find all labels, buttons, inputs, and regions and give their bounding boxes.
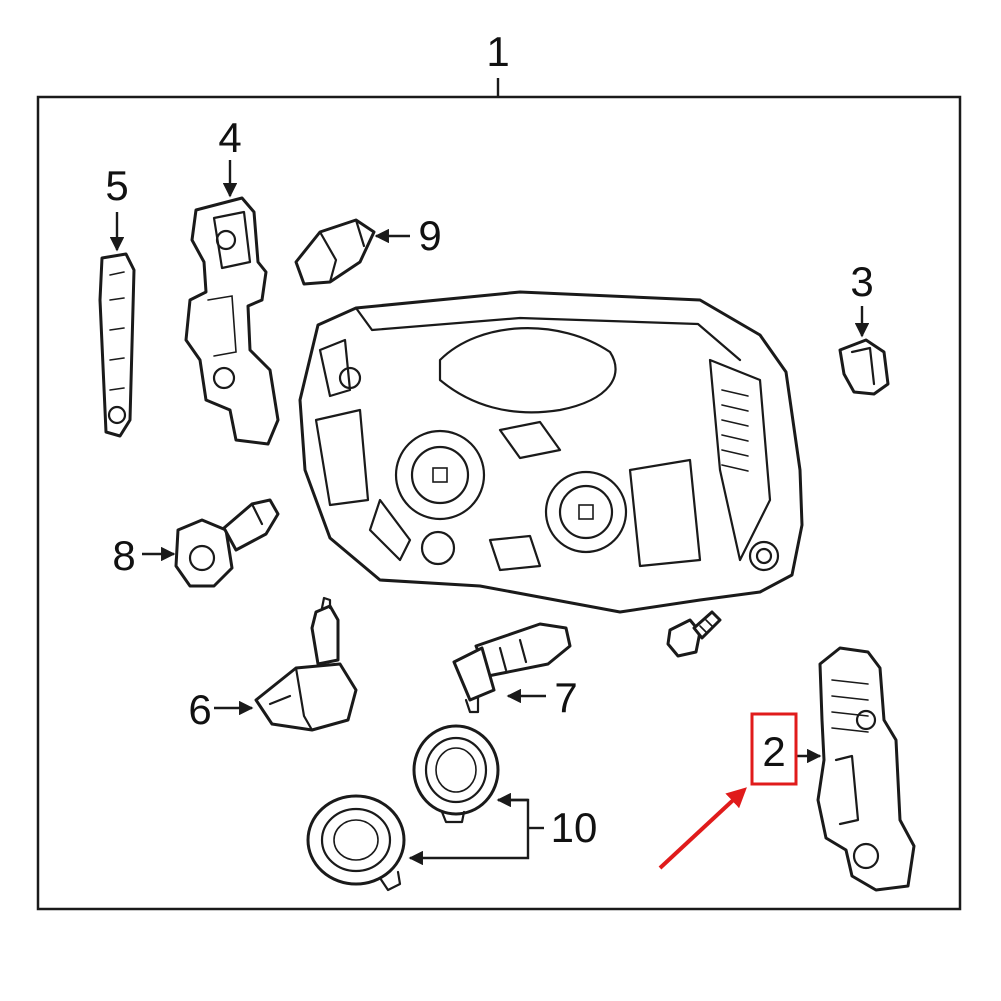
callout-9: 9: [418, 212, 441, 259]
callout-6: 6: [188, 686, 211, 733]
part-10-cap-upper: [412, 724, 500, 824]
callout-2-highlight-box: [750, 712, 798, 786]
callout-3: 3: [850, 258, 873, 305]
part-7-bulb: [452, 622, 572, 714]
part-6-bulb: [254, 596, 358, 732]
part-9-bulb: [294, 218, 376, 286]
part-10-cap-lower: [306, 794, 406, 892]
part-2-bracket: [816, 646, 916, 892]
callout-10: 10: [551, 804, 598, 851]
callout-2: 2: [762, 728, 785, 775]
headlamp-housing: [298, 290, 804, 614]
part-8-socket: [174, 498, 280, 588]
callout-8: 8: [112, 532, 135, 579]
callout-4: 4: [218, 114, 241, 161]
callout-1: 1: [486, 28, 509, 75]
callout-7: 7: [554, 674, 577, 721]
part-3-clip: [838, 338, 890, 396]
part-4-bracket: [184, 196, 280, 446]
callout-5: 5: [105, 162, 128, 209]
screw: [666, 610, 722, 658]
part-5-bracket: [98, 252, 136, 438]
highlight-arrow: [658, 787, 747, 870]
